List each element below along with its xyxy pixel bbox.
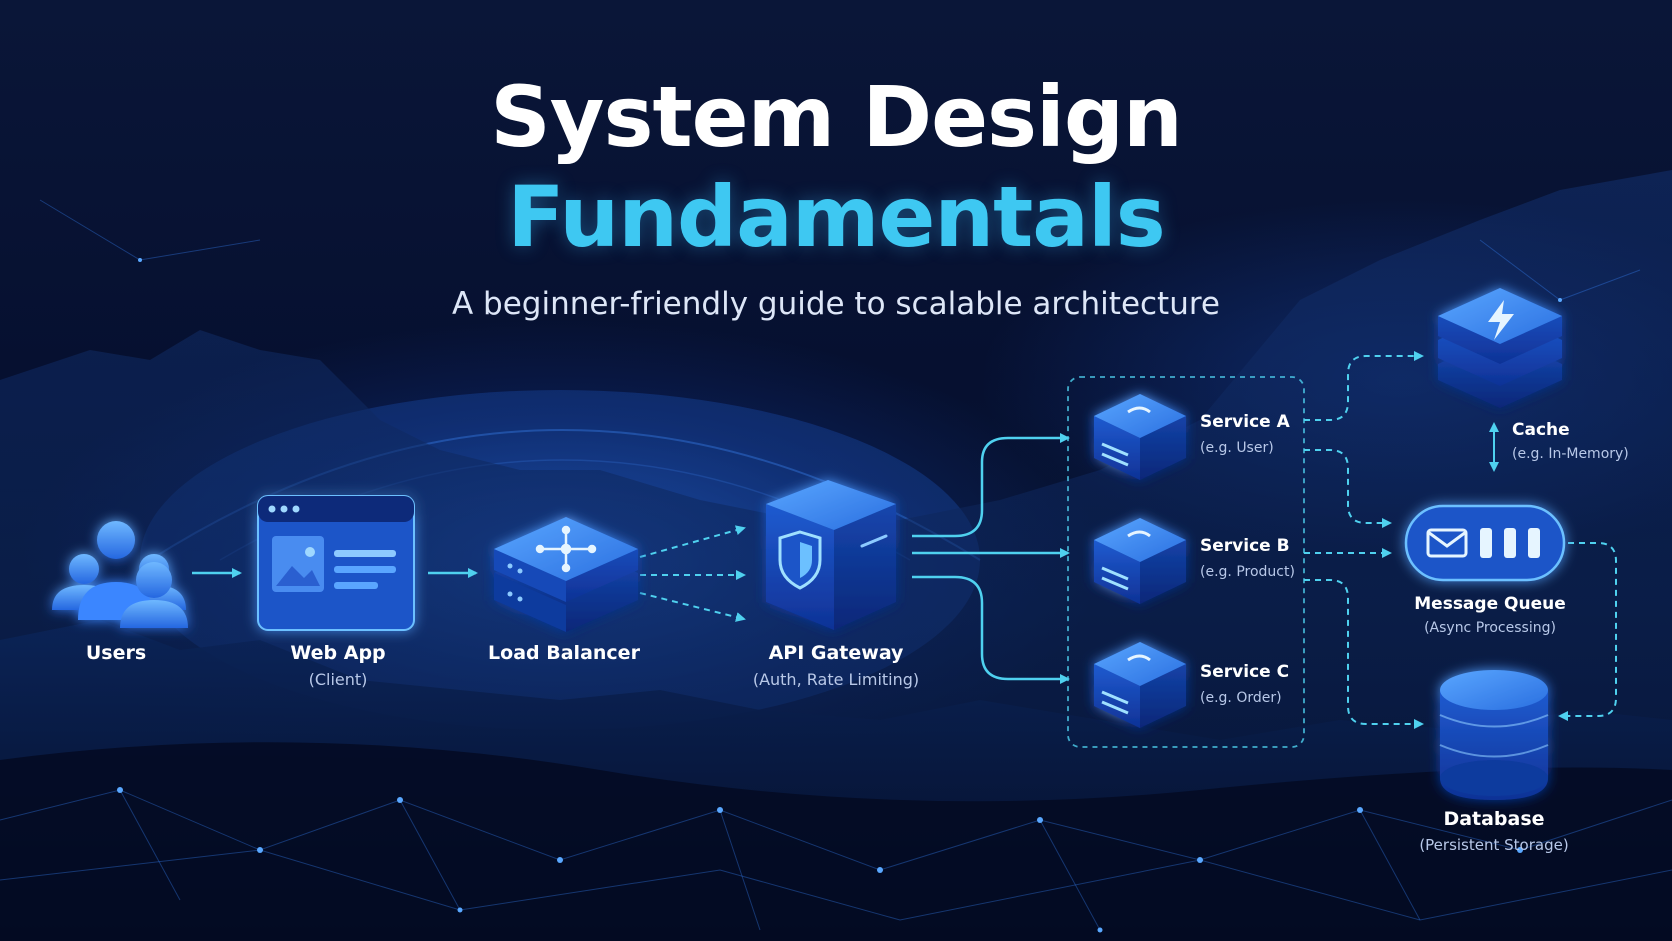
arrow-service-a-mq bbox=[1304, 449, 1392, 528]
database-cylinder-icon bbox=[1439, 670, 1549, 800]
arrow-service-a-cache bbox=[1304, 351, 1424, 421]
lightning-stack-icon bbox=[1438, 288, 1562, 408]
service-c-sublabel: (e.g. Order) bbox=[1200, 690, 1282, 706]
service-cube-icon bbox=[1094, 642, 1186, 728]
service-b-label: Service B bbox=[1200, 536, 1290, 556]
service-cube-icon bbox=[1094, 394, 1186, 480]
title-line-1: System Design bbox=[490, 68, 1183, 166]
database-label: Database bbox=[1443, 808, 1545, 830]
arrow-service-b-db bbox=[1304, 579, 1424, 729]
api-gateway-sublabel: (Auth, Rate Limiting) bbox=[752, 670, 920, 689]
title-line-2: Fundamentals bbox=[507, 168, 1166, 266]
arrow-gw-service-c bbox=[912, 575, 1070, 684]
api-gateway-label: API Gateway bbox=[768, 642, 904, 664]
message-queue-sublabel: (Async Processing) bbox=[1424, 620, 1556, 636]
service-c-label: Service C bbox=[1200, 662, 1290, 682]
server-stack-icon bbox=[494, 517, 638, 632]
service-a-label: Service A bbox=[1200, 412, 1290, 432]
arrow-gw-service-a bbox=[912, 433, 1070, 538]
web-app-label: Web App bbox=[290, 642, 386, 664]
users-label: Users bbox=[85, 642, 147, 664]
envelope-queue-icon bbox=[1404, 504, 1566, 582]
services-group-box bbox=[1067, 376, 1305, 748]
load-balancer-label: Load Balancer bbox=[488, 642, 640, 664]
service-a-sublabel: (e.g. User) bbox=[1200, 440, 1274, 456]
service-cube-icon bbox=[1094, 518, 1186, 604]
cache-sublabel: (e.g. In-Memory) bbox=[1512, 446, 1629, 462]
arrow-lb-gw-bot bbox=[639, 592, 746, 622]
browser-window-icon bbox=[257, 495, 415, 631]
arrow-mq-db bbox=[1558, 542, 1617, 721]
shield-icon bbox=[766, 480, 896, 630]
service-b-sublabel: (e.g. Product) bbox=[1200, 564, 1295, 580]
arrow-lb-gw-top bbox=[639, 525, 746, 558]
database-sublabel: (Persistent Storage) bbox=[1419, 836, 1569, 854]
message-queue-label: Message Queue bbox=[1414, 594, 1566, 614]
users-icon bbox=[52, 521, 188, 628]
subtitle: A beginner-friendly guide to scalable ar… bbox=[451, 286, 1221, 322]
cache-label: Cache bbox=[1512, 420, 1570, 440]
web-app-sublabel: (Client) bbox=[308, 670, 368, 689]
